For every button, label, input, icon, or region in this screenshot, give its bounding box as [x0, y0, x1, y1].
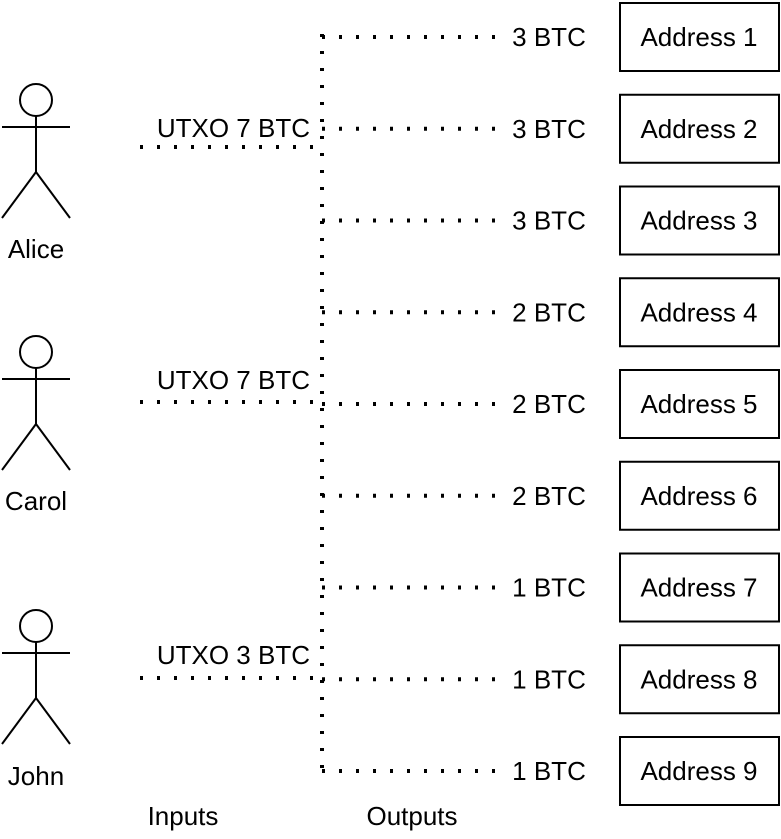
output-row-4: 2 BTC Address 4 [322, 277, 780, 348]
participant-name: Alice [8, 234, 64, 264]
address-box [619, 277, 780, 348]
output-amount: 2 BTC [512, 297, 586, 327]
person-icon [1, 83, 71, 219]
input-utxo-label: UTXO 3 BTC [157, 640, 310, 670]
address-box [619, 185, 780, 256]
address-label: Address 7 [640, 573, 757, 603]
output-row-2: 3 BTC Address 2 [322, 93, 780, 164]
output-amount: 1 BTC [512, 573, 586, 603]
address-box [619, 736, 780, 806]
output-row-6: 2 BTC Address 6 [322, 460, 780, 531]
output-amount: 2 BTC [512, 481, 586, 511]
participant-carol: Carol UTXO 7 BTC [1, 335, 322, 516]
address-box [619, 460, 780, 531]
address-box [619, 93, 780, 164]
input-utxo-label: UTXO 7 BTC [157, 113, 310, 143]
input-utxo-label: UTXO 7 BTC [157, 365, 310, 395]
address-label: Address 5 [640, 389, 757, 419]
outputs-group: 3 BTC Address 1 3 BTC Address 2 3 BTC Address… [322, 2, 780, 806]
address-label: Address 1 [640, 22, 757, 52]
person-icon [1, 609, 71, 745]
output-amount: 3 BTC [512, 206, 586, 236]
output-amount: 2 BTC [512, 389, 586, 419]
address-box [619, 552, 780, 623]
address-label: Address 3 [640, 206, 757, 236]
participant-john: John UTXO 3 BTC [1, 609, 322, 791]
address-label: Address 4 [640, 297, 757, 327]
person-icon [1, 335, 71, 471]
address-label: Address 6 [640, 481, 757, 511]
output-row-1: 3 BTC Address 1 [322, 2, 780, 72]
address-box [619, 2, 780, 72]
address-box [619, 369, 780, 439]
output-row-5: 2 BTC Address 5 [322, 369, 780, 439]
outputs-label: Outputs [366, 801, 457, 831]
output-amount: 1 BTC [512, 664, 586, 694]
participant-alice: Alice UTXO 7 BTC [1, 83, 322, 264]
inputs-label: Inputs [148, 801, 219, 831]
address-label: Address 8 [640, 664, 757, 694]
output-amount: 1 BTC [512, 756, 586, 786]
output-row-9: 1 BTC Address 9 [322, 736, 780, 806]
address-box [619, 644, 780, 715]
output-row-3: 3 BTC Address 3 [322, 185, 780, 256]
output-amount: 3 BTC [512, 114, 586, 144]
participant-name: Carol [5, 486, 67, 516]
address-label: Address 2 [640, 114, 757, 144]
output-row-8: 1 BTC Address 8 [322, 644, 780, 715]
output-row-7: 1 BTC Address 7 [322, 552, 780, 623]
output-amount: 3 BTC [512, 22, 586, 52]
address-label: Address 9 [640, 756, 757, 786]
participant-name: John [8, 761, 64, 791]
